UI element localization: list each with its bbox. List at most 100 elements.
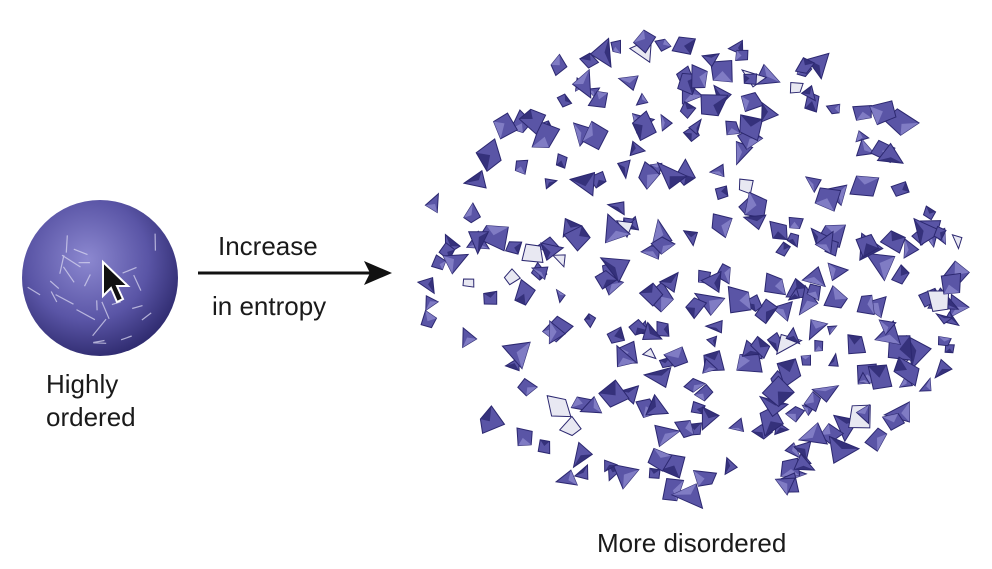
fragment-facet <box>526 387 538 396</box>
fragment-facet <box>684 38 696 55</box>
fragment-facet <box>573 123 582 146</box>
fragment-facet <box>428 277 435 294</box>
fragment-facet <box>425 204 438 213</box>
fragment-shard <box>546 395 572 418</box>
fragment-shard <box>933 225 947 241</box>
fragment-facet <box>607 204 625 215</box>
fragment-shard <box>583 313 597 329</box>
fragment-facet <box>938 336 952 342</box>
fragment-facet <box>573 454 593 468</box>
fragment-facet <box>647 322 662 339</box>
fragment-facet <box>828 263 836 281</box>
fragment-facet <box>518 437 532 446</box>
fragment-facet <box>549 321 557 344</box>
fragment-facet <box>867 295 875 315</box>
fragment-facet <box>879 256 895 281</box>
fragment-facet <box>598 380 616 396</box>
highly-ordered-label: Highly ordered <box>46 368 186 434</box>
fragment-facet <box>834 104 840 113</box>
fragment-facet <box>669 176 687 189</box>
fragment-facet <box>684 175 696 186</box>
fragment-facet <box>862 139 875 154</box>
fragment-shard <box>641 347 657 360</box>
fragment-facet <box>801 85 812 95</box>
fragment-facet <box>564 94 572 104</box>
fragment-facet <box>641 93 648 103</box>
fragment-facet <box>646 173 661 189</box>
fragment-facet <box>891 230 906 242</box>
fragment-facet <box>901 402 910 422</box>
fragment-facet <box>614 327 625 341</box>
fragment-facet <box>902 181 910 192</box>
fragment-facet <box>464 170 482 184</box>
fragment-facet <box>744 192 757 215</box>
fragment-facet <box>900 122 919 136</box>
fragment-facet <box>832 285 848 300</box>
fragment-facet <box>516 342 531 369</box>
fragment-shard <box>610 39 621 54</box>
fragment-facet <box>659 272 679 283</box>
fragment-facet <box>551 54 560 66</box>
fragment-facet <box>788 293 800 300</box>
fragment-facet <box>793 446 807 459</box>
fragment-facet <box>847 334 862 345</box>
fragment-facet <box>635 327 650 336</box>
fragment-facet <box>763 64 780 83</box>
fragment-facet <box>663 39 671 47</box>
fragment-facet <box>540 439 550 446</box>
fragment-shard <box>890 264 910 285</box>
fragment-shard <box>940 272 962 295</box>
fragment-facet <box>605 230 630 243</box>
fragment-facet <box>618 76 638 83</box>
fragment-facet <box>630 141 636 156</box>
fragment-facet <box>572 69 590 85</box>
fragment-facet <box>721 186 728 197</box>
fragment-facet <box>604 464 617 472</box>
fragment-facet <box>661 114 665 131</box>
fragment-facet <box>685 420 694 435</box>
fragment-facet <box>727 128 740 135</box>
fragment-facet <box>702 407 719 419</box>
fragment-shard <box>517 377 539 397</box>
fragment-facet <box>710 171 724 177</box>
fragment-facet <box>943 284 960 294</box>
fragment-shard <box>927 290 950 312</box>
fragment-facet <box>856 130 863 142</box>
fragment-shard <box>701 53 721 68</box>
fragment-shard <box>864 252 896 282</box>
fragment-facet <box>882 413 899 423</box>
fragment-facet <box>683 132 692 142</box>
fragment-facet <box>584 313 591 320</box>
fragment-facet <box>875 334 901 345</box>
fragment-facet <box>639 283 653 294</box>
fragment-facet <box>794 465 815 471</box>
fragment-facet <box>772 231 788 240</box>
fragment-facet <box>721 218 732 238</box>
fragment-facet <box>617 163 626 179</box>
fragment-facet <box>709 298 725 316</box>
fragment-shard <box>750 335 771 360</box>
fragment-facet <box>815 244 831 254</box>
fragment-facet <box>777 358 796 373</box>
fragment-facet <box>783 242 791 250</box>
fragment-facet <box>736 354 750 371</box>
fragment-facet <box>443 255 454 274</box>
fragment-facet <box>856 111 872 121</box>
fragment-facet <box>757 336 770 348</box>
fragment-facet <box>829 436 859 449</box>
fragment-facet <box>696 119 702 135</box>
fragment-facet <box>514 293 526 306</box>
fragment-facet <box>935 368 952 378</box>
fragment-facet <box>671 483 697 495</box>
fragment-facet <box>825 225 846 234</box>
disordered-fragments <box>416 29 970 510</box>
fragment-facet <box>556 289 566 296</box>
fragment-facet <box>772 307 788 321</box>
fragment-shard <box>864 427 888 452</box>
fragment-facet <box>579 53 591 61</box>
more-disordered-label: More disordered <box>597 528 787 558</box>
fragment-facet <box>729 427 744 432</box>
ordered-label-line1: Highly <box>46 369 119 399</box>
fragment-facet <box>617 357 636 367</box>
fragment-facet <box>515 166 525 175</box>
